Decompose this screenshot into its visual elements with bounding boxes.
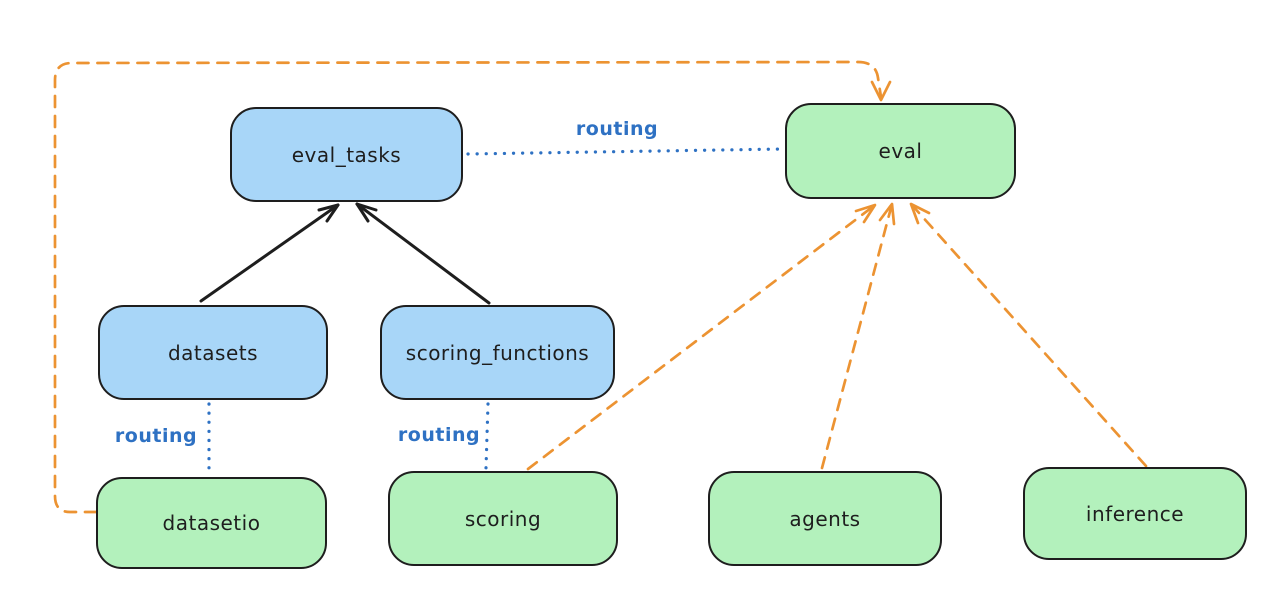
node-datasetio-label: datasetio (162, 511, 261, 535)
edge-inference-to-eval (909, 202, 1148, 468)
edge-datasetio-to-eval-loop (53, 60, 883, 514)
node-inference-label: inference (1085, 501, 1185, 526)
arrowhead-scoring_functions-to-eval_tasks (355, 202, 378, 223)
routing-label-eval_tasks-eval: routing (575, 118, 659, 140)
arrowhead-datasets-to-eval_tasks (317, 203, 340, 223)
node-datasets-label: datasets (167, 340, 259, 365)
routing-link-eval_tasks-eval (466, 147, 785, 156)
node-datasets[interactable]: datasets (98, 305, 328, 400)
edge-scoring_functions-to-eval_tasks (355, 202, 491, 305)
node-datasetio[interactable]: datasetio (96, 477, 327, 569)
arrowhead-scoring-to-eval (854, 203, 877, 224)
routing-label-scoring_functions-scoring: routing (397, 424, 481, 446)
edge-scoring-to-eval (526, 203, 877, 471)
node-agents-label: agents (789, 506, 861, 531)
node-scoring-functions-label: scoring_functions (405, 340, 590, 365)
routing-link-scoring_functions-scoring (484, 402, 490, 470)
node-scoring-functions[interactable]: scoring_functions (380, 305, 615, 400)
node-eval-label: eval (878, 139, 923, 163)
arrowhead-agents-to-eval (878, 202, 896, 226)
node-agents[interactable]: agents (708, 471, 942, 566)
node-scoring[interactable]: scoring (388, 471, 618, 566)
arrowhead-inference-to-eval (909, 202, 931, 225)
node-eval-tasks-label: eval_tasks (291, 142, 402, 167)
routing-label-datasets-datasetio: routing (114, 425, 198, 447)
node-eval-tasks[interactable]: eval_tasks (230, 107, 463, 202)
arrowhead-datasetio-to-eval (870, 80, 892, 102)
node-eval[interactable]: eval (785, 103, 1016, 199)
edge-agents-to-eval (820, 202, 894, 470)
edge-datasets-to-eval_tasks (199, 203, 340, 303)
node-scoring-label: scoring (464, 506, 542, 531)
node-inference[interactable]: inference (1023, 467, 1247, 560)
